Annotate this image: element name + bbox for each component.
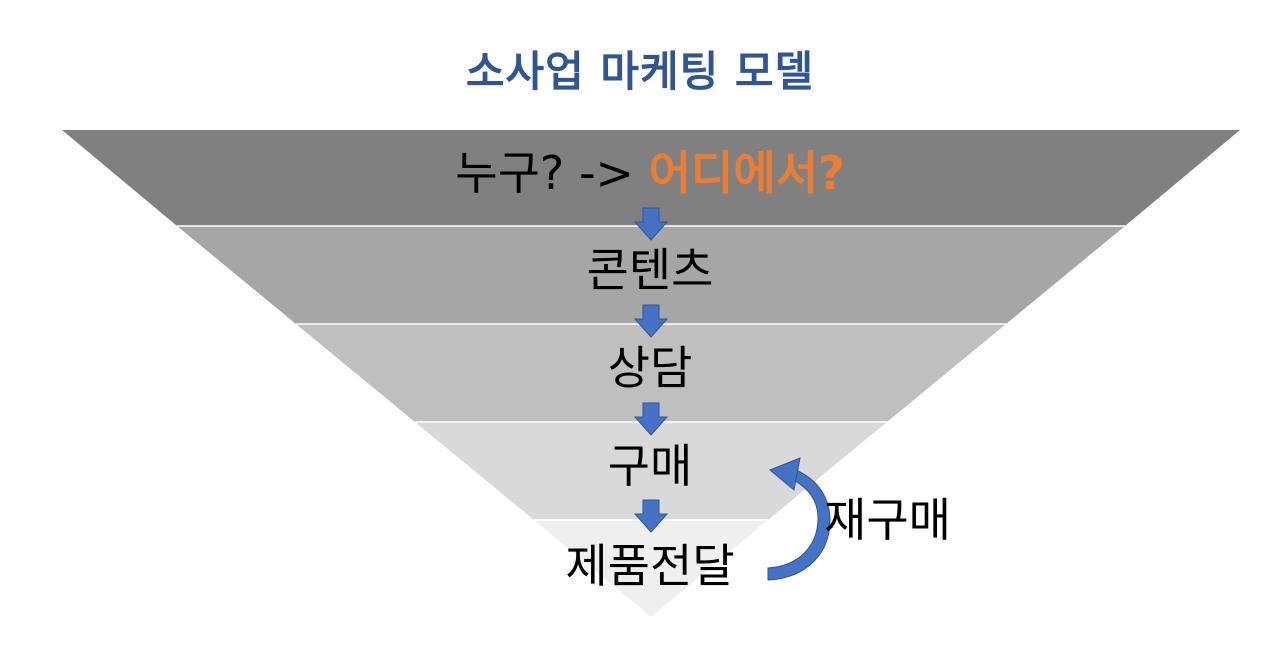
stage-delivery-label: 제품전달 (565, 539, 735, 593)
funnel-layer-delivery (534, 520, 768, 617)
stage-who-label: 누구? -> (455, 146, 635, 200)
down-arrow-icon (633, 499, 669, 533)
stage-content-label: 콘텐츠 (586, 243, 714, 297)
down-arrow-icon (633, 304, 669, 338)
repurchase-label: 재구매 (824, 493, 951, 547)
funnel-layer-consult (296, 324, 1006, 422)
stage-purchase-label: 구매 (607, 439, 693, 493)
funnel-layer-purchase (415, 422, 887, 520)
stage-where-label: 어디에서? (648, 146, 845, 200)
stage-who-where: 누구? -> 어디에서? (0, 145, 1280, 201)
funnel-layer-content (177, 226, 1125, 324)
page-title: 소사업 마케팅 모델 (465, 47, 815, 96)
funnel-layer-who-where (62, 130, 1240, 226)
down-arrow-icon (633, 402, 669, 436)
down-arrow-icon (633, 207, 669, 241)
stage-consult-label: 상담 (607, 341, 693, 395)
repurchase-curved-arrow-icon (767, 457, 831, 581)
